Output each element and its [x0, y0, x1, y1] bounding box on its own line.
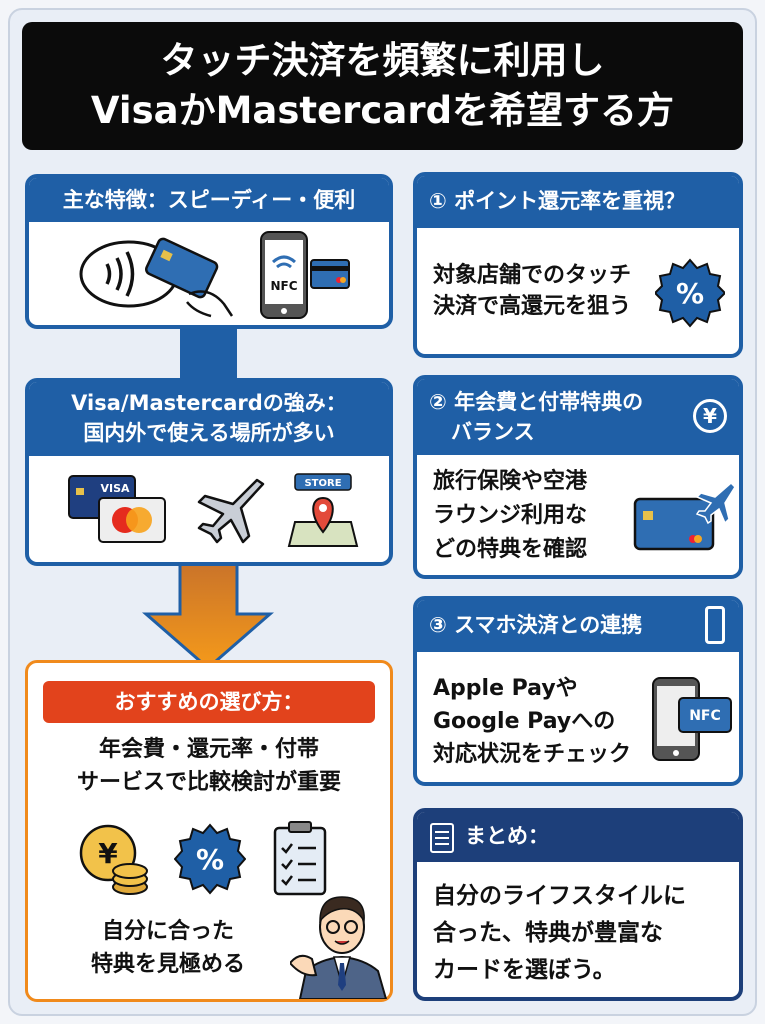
yen-symbol: ¥ [98, 837, 118, 870]
smartphone-line-1: Apple Payや [433, 676, 578, 701]
fee-header-line-2: バランス [451, 420, 535, 444]
smartphone-header-text: ③ スマホ決済との連携 [429, 613, 643, 637]
fee-line-1: 旅行保険や空港 [433, 469, 588, 494]
nfc-label: NFC [689, 708, 721, 724]
point-rate-card: ① ポイント還元率を重視？ 対象店舗でのタッチ 決済で高還元を狙う % [413, 172, 743, 358]
airplane-icon [197, 478, 265, 544]
recommend-text-line-2: サービスで比較検討が重要 [76, 770, 341, 795]
summary-card: まとめ： 自分のライフスタイルに 合った、特典が豊富な カードを選ぼう。 [413, 808, 743, 1001]
smartphone-line-2: Google Payへの [433, 709, 616, 734]
summary-line-1: 自分のライフスタイルに [433, 883, 686, 909]
percent-symbol: % [196, 843, 224, 876]
smartphone-text: Apple Payや Google Payへの 対応状況をチェック [433, 672, 631, 771]
fee-line-2: ラウンジ利用な [433, 503, 588, 528]
smartphone-payment-card: ③ スマホ決済との連携 Apple Payや Google Payへの 対応状況… [413, 596, 743, 786]
strength-card: Visa/Mastercardの強み： 国内外で使える場所が多い VISA ST… [25, 378, 393, 566]
visa-label: VISA [100, 482, 130, 495]
recommend-label: おすすめの選び方： [43, 681, 375, 723]
contactless-card-icon [79, 237, 234, 318]
recommend-card: おすすめの選び方： 年会費・還元率・付帯 サービスで比較検討が重要 ¥ % 自分… [25, 660, 393, 1002]
clipboard-icon [430, 823, 454, 853]
nfc-label: NFC [270, 279, 297, 293]
recommend-bottom-text: 自分に合った 特典を見極める [58, 915, 278, 981]
yen-circle-icon: ¥ [693, 399, 727, 433]
smartphone-line-3: 対応状況をチェック [433, 742, 632, 767]
summary-header-text: まとめ： [465, 824, 549, 848]
fee-benefit-header: ② 年会費と付帯特典の バランス ¥ [417, 379, 739, 455]
smartphone-icon [705, 606, 725, 644]
summary-line-3: カードを選ぼう。 [433, 957, 616, 983]
summary-line-2: 合った、特典が豊富な [433, 920, 663, 946]
percent-badge-icon: % [174, 823, 246, 895]
nfc-phone-icon: NFC [260, 231, 350, 319]
recommend-text-line-1: 年会費・還元率・付帯 [98, 737, 319, 762]
point-rate-line-2: 決済で高還元を狙う [433, 294, 632, 319]
card-airplane-icon [633, 481, 735, 551]
fee-header-line-1: ② 年会費と付帯特典の [429, 390, 644, 414]
store-map-pin-icon: STORE [287, 473, 359, 547]
summary-text: 自分のライフスタイルに 合った、特典が豊富な カードを選ぼう。 [433, 878, 686, 989]
down-arrow-icon [141, 562, 275, 670]
fee-line-3: どの特典を確認 [433, 537, 588, 562]
strength-header: Visa/Mastercardの強み： 国内外で使える場所が多い [29, 382, 389, 456]
recommend-bottom-line-1: 自分に合った [101, 919, 234, 944]
strength-header-line-1: Visa/Mastercardの強み： [71, 391, 347, 415]
smartphone-header: ③ スマホ決済との連携 [417, 600, 739, 652]
recommend-text: 年会費・還元率・付帯 サービスで比較検討が重要 [28, 733, 390, 799]
recommend-bottom-line-2: 特典を見極める [90, 952, 245, 977]
fee-benefit-text: 旅行保険や空港 ラウンジ利用な どの特典を確認 [433, 465, 587, 567]
feature-card: 主な特徴：スピーディー・便利 NFC [25, 174, 393, 329]
feature-header: 主な特徴：スピーディー・便利 [29, 178, 389, 222]
connector-bar [180, 326, 237, 380]
summary-header: まとめ： [417, 812, 739, 862]
percent-badge-icon: % [655, 258, 725, 328]
businessman-avatar [290, 896, 388, 999]
title-line-2: VisaかMastercardを希望する方 [90, 89, 675, 132]
point-rate-text: 対象店舗でのタッチ 決済で高還元を狙う [433, 260, 631, 322]
percent-symbol: % [676, 277, 704, 310]
store-label: STORE [304, 478, 341, 489]
fee-benefit-card: ② 年会費と付帯特典の バランス ¥ 旅行保険や空港 ラウンジ利用な どの特典を… [413, 375, 743, 579]
title-line-1: タッチ決済を頻繁に利用し [160, 39, 605, 82]
yen-coins-icon: ¥ [79, 824, 148, 895]
point-rate-line-1: 対象店舗でのタッチ [433, 263, 632, 288]
visa-mastercard-icon: VISA [68, 475, 166, 543]
checklist-clipboard-icon [273, 821, 327, 896]
page-title: タッチ決済を頻繁に利用し VisaかMastercardを希望する方 [22, 22, 743, 150]
nfc-phone-icon: NFC [652, 677, 732, 761]
point-rate-header: ① ポイント還元率を重視？ [417, 176, 739, 228]
strength-header-line-2: 国内外で使える場所が多い [83, 421, 335, 445]
